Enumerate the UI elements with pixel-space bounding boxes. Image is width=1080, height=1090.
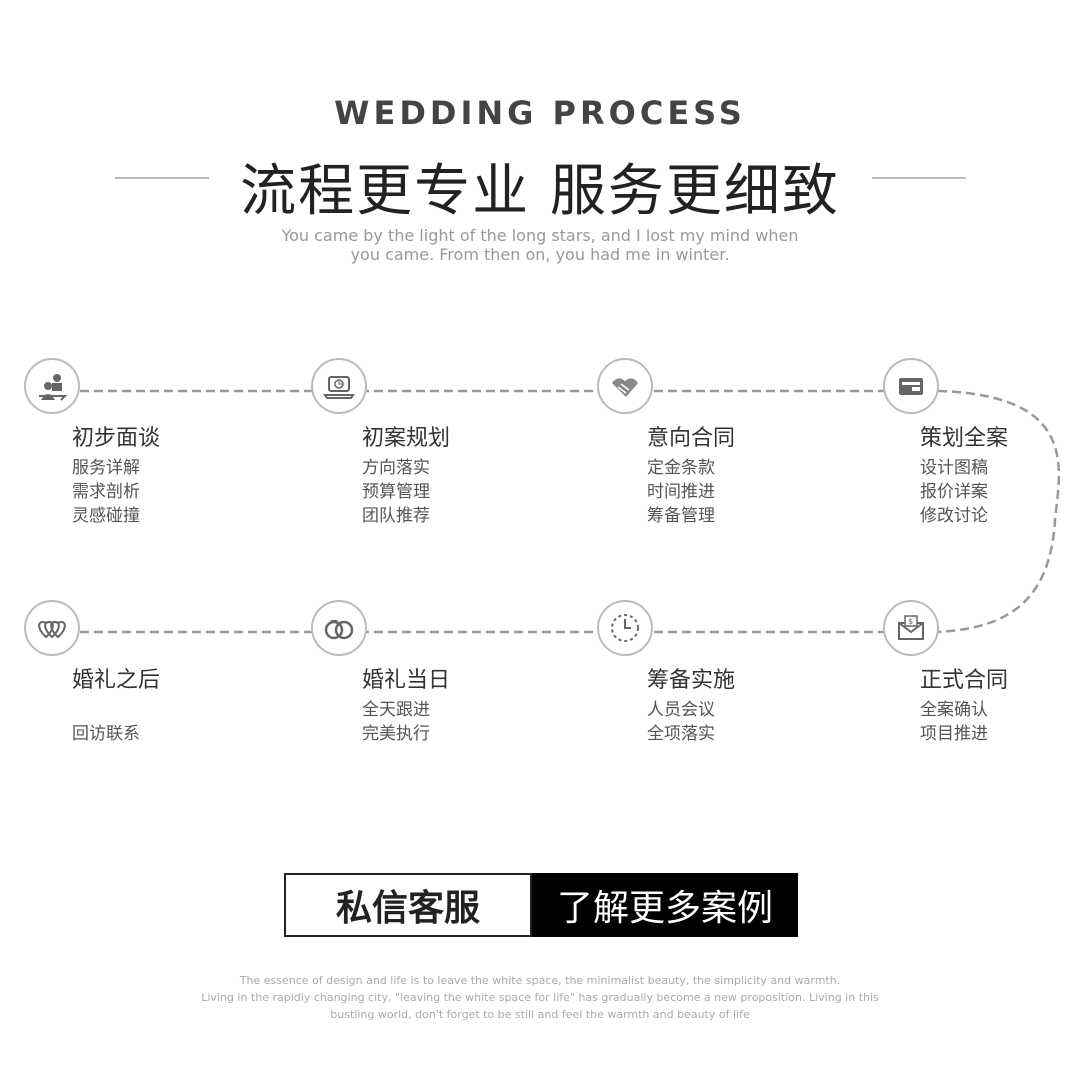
step-icon-circle <box>24 600 80 656</box>
step-icon-circle <box>24 358 80 414</box>
more-cases-button[interactable]: 了解更多案例 <box>532 873 798 937</box>
subtitle-line: You came by the light of the long stars,… <box>281 226 799 245</box>
step-item: 修改讨论 <box>920 506 988 526</box>
step-icon-circle <box>311 358 367 414</box>
laptop-chart-icon <box>323 376 355 399</box>
clock-icon <box>611 614 639 642</box>
step-item: 需求剖析 <box>72 482 140 502</box>
hearts-icon <box>38 621 66 639</box>
subtitle: You came by the light of the long stars,… <box>0 226 1080 264</box>
step-icon-circle: $ <box>883 600 939 656</box>
divider-left <box>115 177 209 179</box>
contact-service-button[interactable]: 私信客服 <box>284 873 532 937</box>
step-icon-circle <box>597 358 653 414</box>
step-title: 初案规划 <box>362 426 451 451</box>
step-item: 全项落实 <box>647 724 715 744</box>
step-icon-circle <box>883 358 939 414</box>
step-title: 初步面谈 <box>72 426 161 451</box>
step-item: 时间推进 <box>647 482 715 502</box>
step-icon-circle <box>597 600 653 656</box>
step-item: 全天跟进 <box>362 700 430 720</box>
footer-line: Living in the rapidly changing city, "le… <box>201 991 879 1004</box>
step-item: 项目推进 <box>920 724 988 744</box>
consultation-icon <box>39 374 68 401</box>
svg-text:$: $ <box>908 617 913 626</box>
step-item: 人员会议 <box>647 700 715 720</box>
rings-icon <box>324 620 354 640</box>
step-title: 婚礼之后 <box>72 668 161 693</box>
step-title: 正式合同 <box>920 668 1009 693</box>
subtitle-line: you came. From then on, you had me in wi… <box>350 245 730 264</box>
step-item: 服务详解 <box>72 458 140 478</box>
step-item: 预算管理 <box>362 482 430 502</box>
step-item: 筹备管理 <box>647 506 715 526</box>
step-title: 婚礼当日 <box>362 668 451 693</box>
handshake-icon <box>612 378 638 397</box>
wallet-icon <box>899 378 923 395</box>
footer-text: The essence of design and life is to lea… <box>0 972 1080 1023</box>
step-item: 设计图稿 <box>920 458 988 478</box>
step-icon-circle <box>311 600 367 656</box>
divider-right <box>872 177 966 179</box>
step-title: 策划全案 <box>920 426 1009 451</box>
step-item: 方向落实 <box>362 458 430 478</box>
step-item: 灵感碰撞 <box>72 506 140 526</box>
english-title: WEDDING PROCESS <box>334 94 746 132</box>
chinese-title: 流程更专业 服务更细致 <box>240 159 840 224</box>
step-title: 筹备实施 <box>647 668 736 693</box>
step-item: 回访联系 <box>72 724 140 744</box>
step-item: 报价详案 <box>920 482 988 502</box>
step-item: 完美执行 <box>362 724 430 744</box>
envelope-money-icon: $ <box>898 615 924 640</box>
footer-line: The essence of design and life is to lea… <box>239 974 841 987</box>
step-item: 定金条款 <box>647 458 715 478</box>
footer-line: bustling world, don't forget to be still… <box>330 1008 750 1021</box>
step-title: 意向合同 <box>647 426 736 451</box>
step-item: 全案确认 <box>920 700 988 720</box>
step-item: 团队推荐 <box>362 506 430 526</box>
